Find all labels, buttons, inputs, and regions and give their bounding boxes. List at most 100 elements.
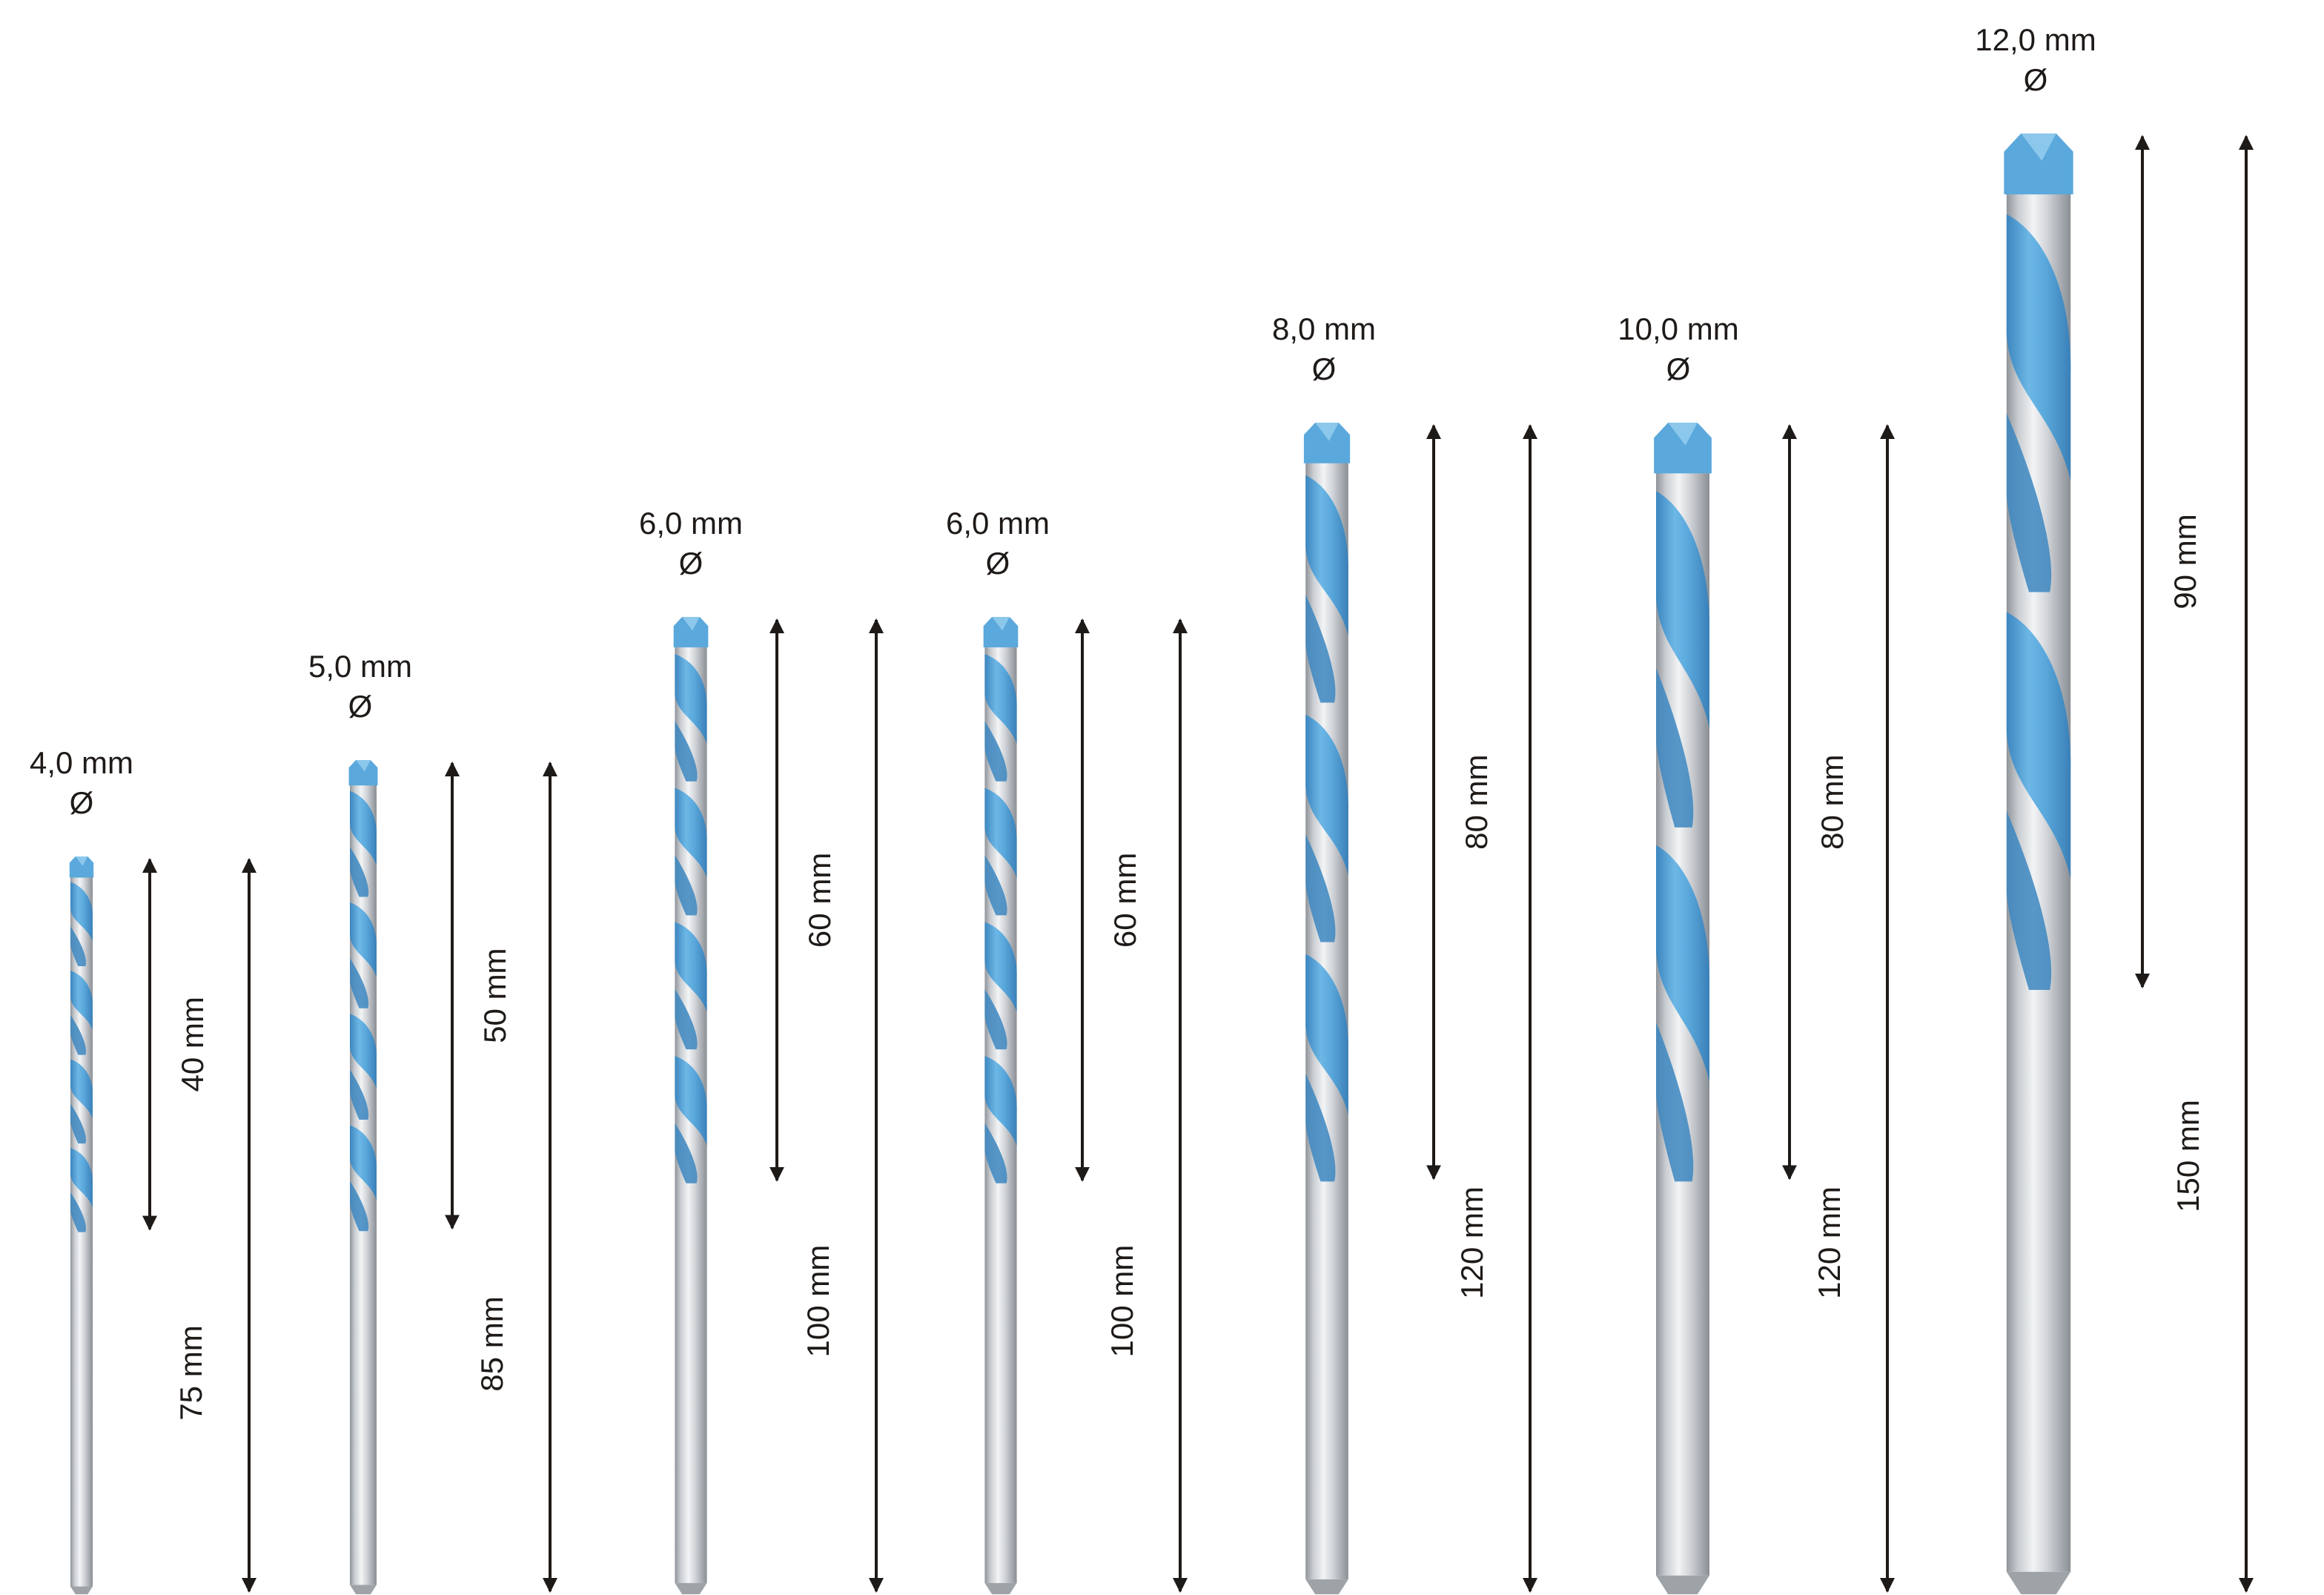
carbide-tip: [673, 617, 709, 648]
working-length-label: 90 mm: [2168, 514, 2202, 609]
diameter-label: 5,0 mm: [308, 649, 412, 684]
drill-bit-group: 6,0 mm Ø 60 mm 100 mm: [639, 506, 884, 1594]
flute-spiral-back: [675, 1123, 698, 1183]
flute-spiral-back: [1656, 1022, 1694, 1182]
working-length-label: 60 mm: [1108, 853, 1142, 948]
diameter-label: 6,0 mm: [946, 506, 1050, 541]
diameter-symbol: Ø: [986, 546, 1010, 581]
flute-spiral-back: [675, 855, 698, 916]
drill-bit-group: 12,0 mm Ø 90 mm 150 mm: [1975, 22, 2254, 1594]
carbide-tip-facet: [2021, 133, 2056, 161]
carbide-tip-facet: [1315, 423, 1339, 441]
flute-spiral: [350, 790, 377, 866]
drill-bit-group: 10,0 mm Ø 80 mm 120 mm: [1618, 311, 1895, 1594]
carbide-tip-facet: [682, 617, 700, 631]
carbide-tip: [1303, 423, 1351, 463]
shank-end-chamfer: [350, 1585, 377, 1594]
diameter-symbol: Ø: [679, 546, 704, 581]
flute-spiral: [350, 1125, 377, 1201]
carbide-tip: [2004, 133, 2073, 195]
flute-spiral-back: [984, 721, 1007, 782]
working-length-label: 60 mm: [802, 853, 837, 948]
flute-spiral-back: [2006, 810, 2052, 990]
working-length-label: 80 mm: [1815, 754, 1850, 849]
diameter-label: 8,0 mm: [1272, 311, 1376, 346]
flute-spiral: [1305, 954, 1348, 1114]
flute-spiral: [1305, 475, 1348, 636]
flute-spiral: [984, 1056, 1017, 1146]
flute-spiral: [70, 1148, 93, 1208]
shank-end-chamfer: [2006, 1571, 2071, 1594]
carbide-tip-facet: [75, 856, 88, 866]
carbide-tip-facet: [992, 617, 1010, 631]
working-length-label: 80 mm: [1459, 754, 1494, 849]
shank-end-chamfer: [70, 1586, 93, 1594]
flute-spiral-back: [70, 1192, 86, 1232]
shank-end-chamfer: [1656, 1575, 1709, 1594]
flute-spiral-back: [350, 1180, 369, 1232]
shank-end-chamfer: [675, 1582, 707, 1594]
flute-spiral: [70, 882, 93, 942]
flute-spiral: [2006, 612, 2071, 879]
drill-bit-group: 4,0 mm Ø 40 mm 75 mm: [30, 745, 256, 1594]
flute-spiral-back: [1656, 668, 1694, 828]
drill-bit-group: 8,0 mm Ø 80 mm 120 mm: [1272, 311, 1537, 1594]
diameter-label: 12,0 mm: [1975, 22, 2096, 57]
diameter-symbol: Ø: [2024, 62, 2048, 97]
carbide-tip: [348, 760, 378, 786]
flute-spiral-back: [984, 1123, 1007, 1183]
diameter-label: 10,0 mm: [1618, 311, 1738, 346]
diameter-symbol: Ø: [1312, 351, 1337, 386]
total-length-label: 150 mm: [2171, 1100, 2205, 1212]
drill-bit-group: 6,0 mm Ø 60 mm 100 mm: [946, 506, 1188, 1594]
flute-spiral-back: [70, 1014, 86, 1055]
flute-spiral: [1656, 845, 1710, 1083]
flute-spiral: [70, 1059, 93, 1119]
flute-spiral: [350, 1014, 377, 1089]
flute-spiral-back: [984, 988, 1007, 1050]
total-length-label: 75 mm: [173, 1325, 208, 1420]
flute-spiral: [70, 971, 93, 1031]
flute-spiral: [1305, 714, 1348, 876]
flute-spiral-back: [675, 721, 698, 782]
flute-spiral-back: [70, 1103, 86, 1144]
shank-end-chamfer: [984, 1582, 1017, 1594]
flute-spiral-back: [1305, 834, 1336, 942]
total-length-label: 100 mm: [801, 1245, 835, 1358]
carbide-tip: [1654, 423, 1712, 474]
diameter-symbol: Ø: [70, 785, 94, 820]
diameter-label: 4,0 mm: [30, 745, 133, 780]
total-length-label: 100 mm: [1105, 1245, 1139, 1358]
flute-spiral: [675, 1056, 707, 1146]
flute-spiral-back: [2006, 413, 2052, 592]
working-length-label: 40 mm: [175, 997, 210, 1092]
flute-spiral: [350, 902, 377, 977]
carbide-tip: [69, 856, 94, 878]
diameter-label: 6,0 mm: [639, 506, 743, 541]
flute-spiral-back: [70, 926, 86, 967]
flute-spiral: [675, 654, 707, 744]
flute-spiral-back: [984, 855, 1007, 916]
flute-spiral-back: [675, 988, 698, 1050]
flute-spiral-back: [350, 958, 369, 1008]
flute-spiral: [675, 787, 707, 878]
flute-spiral: [1656, 491, 1710, 729]
total-length-label: 85 mm: [474, 1296, 509, 1391]
flute-spiral: [675, 922, 707, 1012]
flute-spiral-back: [350, 846, 369, 897]
flute-spiral: [984, 787, 1017, 878]
carbide-tip-facet: [1668, 423, 1698, 446]
flute-spiral: [984, 654, 1017, 744]
flute-spiral-back: [1305, 595, 1336, 703]
flute-spiral: [984, 922, 1017, 1012]
total-length-label: 120 mm: [1454, 1186, 1489, 1299]
carbide-tip-facet: [356, 760, 371, 772]
diameter-symbol: Ø: [1666, 351, 1691, 386]
total-length-label: 120 mm: [1812, 1186, 1847, 1299]
carbide-tip: [983, 617, 1019, 648]
flute-spiral-back: [350, 1069, 369, 1120]
diameter-symbol: Ø: [348, 689, 373, 724]
flute-spiral: [2006, 214, 2071, 481]
